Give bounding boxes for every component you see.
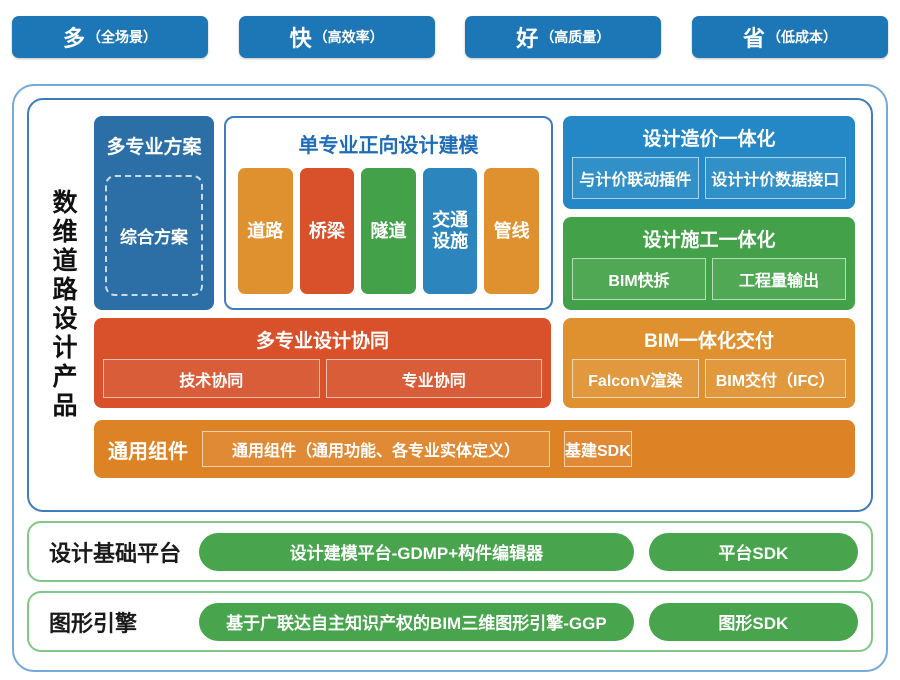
banner-item-sub: （高质量） [540, 29, 611, 45]
delivery-item-ifc: BIM交付（IFC） [704, 359, 846, 398]
banner-item-sub: （全场景） [87, 29, 157, 45]
right-stack: 设计造价一体化 与计价联动插件 设计计价数据接口 设计施工一体化 BIM快拆 工… [563, 116, 855, 310]
collab-item-discipline: 专业协同 [325, 359, 542, 398]
platform-frame: 设计基础平台 设计建模平台-GDMP+构件编辑器 平台SDK [27, 521, 873, 582]
product-frame: 数维道路设计产品 多专业方案 综合方案 单专业正向设计建模 道路 桥梁 隧道 交… [27, 98, 873, 512]
engine-pill-ggp: 基于广联达自主知识产权的BIM三维图形引擎-GGP [199, 602, 634, 641]
banner-item-hao: 好 （高质量） [465, 16, 662, 58]
single-modeling-items: 道路 桥梁 隧道 交通设施 管线 [238, 168, 539, 294]
product-row-top: 多专业方案 综合方案 单专业正向设计建模 道路 桥梁 隧道 交通设施 管线 [94, 116, 855, 310]
outer-frame: 数维道路设计产品 多专业方案 综合方案 单专业正向设计建模 道路 桥梁 隧道 交… [12, 84, 888, 672]
banner-item-kuai: 快 （高效率） [238, 16, 435, 58]
product-row-bottom: 通用组件 通用组件（通用功能、各专业实体定义） 基建SDK [94, 420, 855, 478]
construction-item-quantity-output: 工程量输出 [712, 258, 846, 300]
banner-item-duo: 多 （全场景） [12, 16, 208, 58]
platform-pill-gdmp: 设计建模平台-GDMP+构件编辑器 [199, 532, 634, 571]
design-cost-item-interface: 设计计价数据接口 [704, 157, 846, 199]
banner-item-main: 好 [516, 26, 539, 51]
banner-item-main: 快 [289, 26, 312, 51]
banner-item-sheng: 省 （低成本） [691, 16, 888, 58]
delivery-item-falconv: FalconV渲染 [572, 359, 699, 398]
bim-delivery-box: BIM一体化交付 FalconV渲染 BIM交付（IFC） [563, 318, 855, 408]
multi-collab-box: 多专业设计协同 技术协同 专业协同 [94, 318, 551, 408]
components-item-definitions: 通用组件（通用功能、各专业实体定义） [202, 431, 550, 467]
multi-collab-items: 技术协同 专业协同 [103, 359, 542, 398]
multi-collab-title: 多专业设计协同 [255, 331, 389, 352]
design-cost-box: 设计造价一体化 与计价联动插件 设计计价数据接口 [563, 116, 855, 209]
engine-pill-sdk: 图形SDK [648, 602, 858, 641]
design-construction-title: 设计施工一体化 [642, 230, 776, 251]
modeling-item-tunnel: 隧道 [361, 168, 416, 294]
engine-frame: 图形引擎 基于广联达自主知识产权的BIM三维图形引擎-GGP 图形SDK [27, 591, 873, 652]
bim-delivery-title: BIM一体化交付 [644, 331, 774, 352]
common-components-label: 通用组件 [108, 440, 188, 463]
multi-plan-item: 综合方案 [105, 175, 203, 296]
modeling-item-traffic: 交通设施 [422, 168, 478, 294]
banner-item-main: 省 [742, 26, 765, 51]
product-side-label: 数维道路设计产品 [49, 189, 77, 421]
multi-plan-title: 多专业方案 [106, 137, 202, 158]
multi-plan-box: 多专业方案 综合方案 [94, 116, 214, 310]
design-construction-box: 设计施工一体化 BIM快拆 工程量输出 [563, 217, 855, 310]
top-banner: 多 （全场景） 快 （高效率） 好 （高质量） 省 （低成本） [0, 0, 900, 58]
components-item-infra-sdk: 基建SDK [564, 431, 632, 467]
product-content: 多专业方案 综合方案 单专业正向设计建模 道路 桥梁 隧道 交通设施 管线 [94, 116, 855, 510]
common-components-bar: 通用组件 通用组件（通用功能、各专业实体定义） 基建SDK [94, 420, 855, 478]
platform-pill-sdk: 平台SDK [648, 532, 858, 571]
single-modeling-title: 单专业正向设计建模 [298, 135, 479, 157]
banner-item-sub: （低成本） [766, 29, 837, 45]
banner-item-sub: （高效率） [313, 29, 384, 45]
design-cost-item-plugin: 与计价联动插件 [572, 157, 699, 199]
bim-delivery-items: FalconV渲染 BIM交付（IFC） [572, 359, 846, 398]
engine-label: 图形引擎 [49, 610, 138, 636]
single-modeling-box: 单专业正向设计建模 道路 桥梁 隧道 交通设施 管线 [224, 116, 553, 310]
banner-item-main: 多 [62, 26, 85, 51]
product-row-middle: 多专业设计协同 技术协同 专业协同 BIM一体化交付 FalconV渲染 BIM… [94, 318, 855, 408]
platform-label: 设计基础平台 [49, 540, 182, 566]
construction-item-bim-split: BIM快拆 [572, 258, 706, 300]
collab-item-tech: 技术协同 [103, 359, 320, 398]
modeling-item-road: 道路 [238, 168, 293, 294]
design-construction-items: BIM快拆 工程量输出 [572, 258, 846, 300]
design-cost-title: 设计造价一体化 [642, 129, 776, 150]
design-cost-items: 与计价联动插件 设计计价数据接口 [572, 157, 846, 199]
modeling-item-pipeline: 管线 [484, 168, 539, 294]
modeling-item-bridge: 桥梁 [299, 168, 355, 294]
